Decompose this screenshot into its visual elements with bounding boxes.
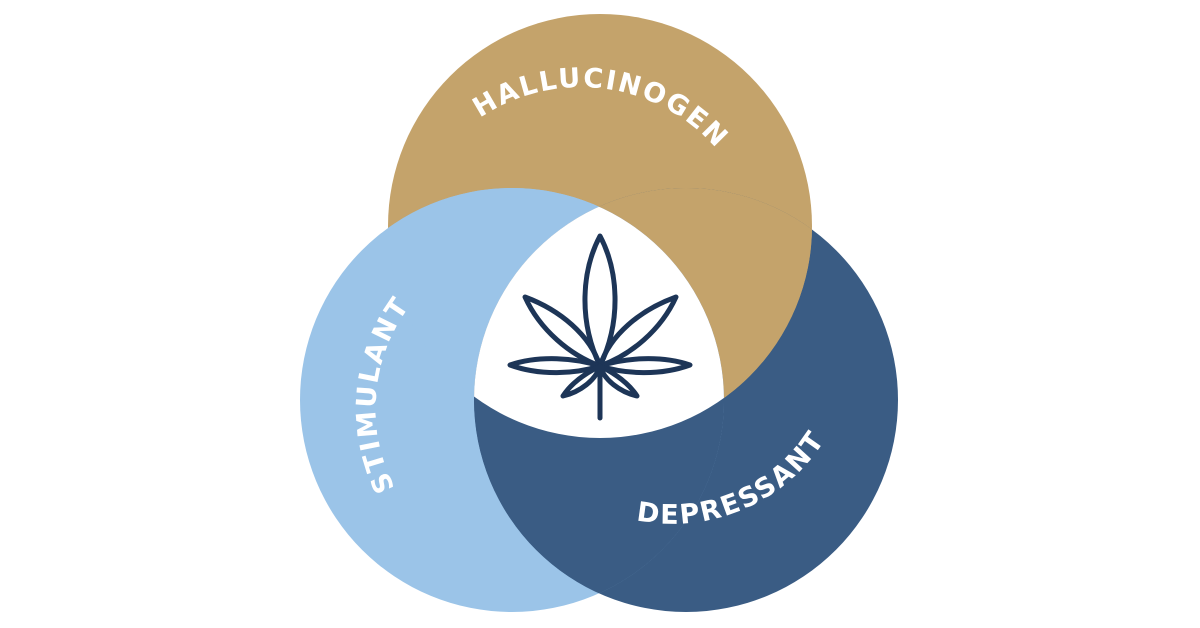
cannabis-leaf-icon — [507, 233, 693, 421]
center-intersection — [474, 188, 724, 438]
